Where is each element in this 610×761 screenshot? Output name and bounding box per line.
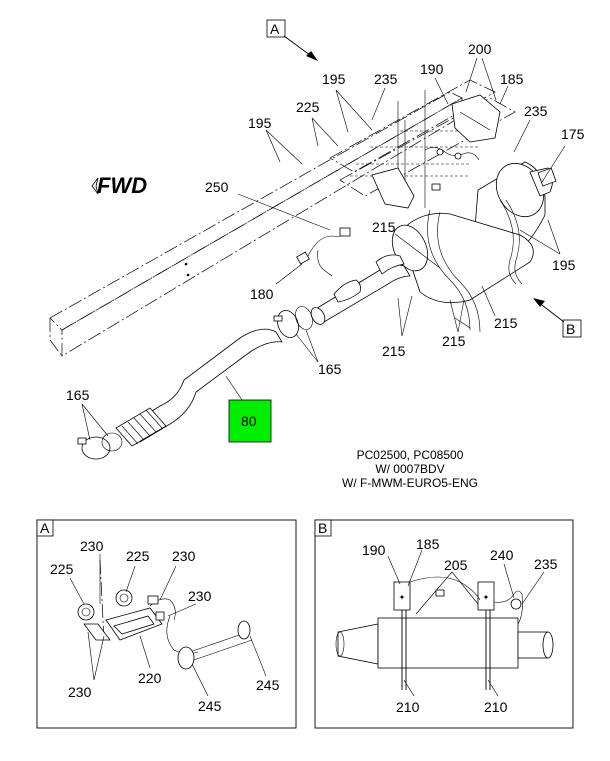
- applicability-notes: PC02500, PC08500 W/ 0007BDV W/ F-MWM-EUR…: [342, 448, 478, 490]
- clamps-165: [77, 306, 313, 460]
- view-b-reference: B: [533, 298, 582, 338]
- hanger-bracket-190: [451, 94, 501, 143]
- detail-a-drawing: [77, 559, 253, 670]
- callout-235-top: 235: [374, 71, 398, 87]
- detail-b-callout-235: 235: [534, 556, 558, 572]
- callout-175: 175: [561, 126, 585, 142]
- callout-195-top: 195: [322, 71, 346, 87]
- svg-text:✦: ✦: [483, 593, 490, 602]
- exhaust-pipe-80: [115, 328, 283, 447]
- detail-b-callouts: 190 185 205 240 235 210 210: [362, 536, 558, 715]
- detail-a-callout-230-right: 230: [172, 548, 196, 564]
- callout-215-bottom-mid: 215: [442, 333, 466, 349]
- callout-180: 180: [250, 286, 274, 302]
- intermediate-pipe: [310, 254, 411, 325]
- detail-a-callout-230-bottom: 230: [68, 684, 92, 700]
- detail-b-callout-185: 185: [416, 536, 440, 552]
- callout-225: 225: [296, 99, 320, 115]
- detail-a-callouts: 230 225 230 225 230 230 220 245 245: [50, 538, 280, 714]
- detail-b-leaders: [387, 549, 545, 697]
- detail-view-a: A: [36, 519, 297, 729]
- callout-195-right: 195: [552, 257, 576, 273]
- detail-a-callout-245-right: 245: [256, 677, 280, 693]
- part-80-highlight-box[interactable]: [228, 399, 272, 443]
- detail-a-title-box: [36, 519, 54, 537]
- detail-a-frame: [36, 519, 297, 729]
- detail-b-frame: [314, 519, 574, 729]
- callout-215-mid: 215: [372, 219, 396, 235]
- svg-text:✦: ✦: [399, 593, 406, 602]
- note-line-2: W/ 0007BDV: [375, 462, 444, 476]
- detail-a-title: A: [40, 520, 50, 536]
- callout-165-mid: 165: [318, 361, 342, 377]
- forward-direction-indicator: FWD: [91, 173, 147, 198]
- detail-b-callout-190: 190: [362, 542, 386, 558]
- callout-165-left: 165: [66, 387, 90, 403]
- detail-b-drawing: ✦ ✦: [335, 576, 554, 690]
- catalyst-housing: [391, 213, 534, 304]
- note-line-3: W/ F-MWM-EURO5-ENG: [342, 476, 478, 490]
- callout-235-right: 235: [524, 103, 548, 119]
- fwd-label: FWD: [97, 173, 147, 198]
- callout-200: 200: [468, 41, 492, 57]
- detail-a-callout-230-mid: 230: [188, 588, 212, 604]
- detail-a-leaders: [69, 554, 267, 697]
- view-a-marker: A: [270, 21, 280, 37]
- detail-b-callout-205: 205: [444, 557, 468, 573]
- detail-a-callout-225-left: 225: [50, 561, 74, 577]
- view-b-marker: B: [566, 321, 575, 337]
- detail-b-callout-240: 240: [490, 547, 514, 563]
- detail-view-b: B ✦ ✦: [314, 519, 574, 729]
- callout-215-right: 215: [494, 315, 518, 331]
- detail-a-callout-220: 220: [138, 670, 162, 686]
- sensor-wire-250: [296, 227, 351, 277]
- callout-195-left: 195: [248, 115, 272, 131]
- detail-b-title-box: [314, 519, 332, 537]
- hanger-bracket-195: [371, 167, 415, 209]
- detail-b-callout-210-right: 210: [484, 699, 508, 715]
- callout-215-bottom-left: 215: [382, 343, 406, 359]
- callout-185: 185: [500, 71, 524, 87]
- view-a-reference: A: [266, 19, 318, 61]
- detail-a-callout-225-right: 225: [126, 548, 150, 564]
- callout-250: 250: [205, 179, 229, 195]
- callout-80: 80: [241, 413, 257, 429]
- sensor-harness-top: [424, 147, 480, 191]
- clamp-straps: [427, 199, 523, 333]
- main-leader-lines: [81, 57, 566, 441]
- main-exploded-view: FWD A B: [49, 19, 585, 490]
- highlighted-part-80[interactable]: 80: [228, 399, 272, 443]
- main-callouts: 200 190 185 195 235 225 195 235 175 250 …: [66, 41, 585, 403]
- detail-b-callout-210-left: 210: [396, 699, 420, 715]
- detail-a-callout-230-top: 230: [80, 538, 104, 554]
- detail-a-callout-245-left: 245: [198, 698, 222, 714]
- note-line-1: PC02500, PC08500: [357, 448, 464, 462]
- detail-b-title: B: [318, 520, 327, 536]
- callout-190: 190: [420, 61, 444, 77]
